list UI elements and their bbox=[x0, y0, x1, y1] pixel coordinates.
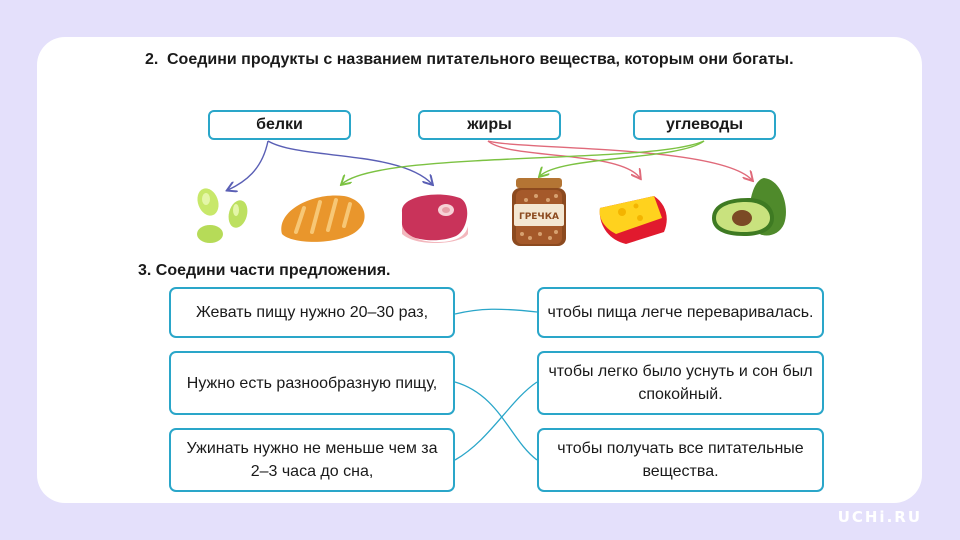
task2-text: Соедини продукты с названием питательног… bbox=[167, 51, 794, 68]
task3-title: 3. Соедини части предложения. bbox=[138, 259, 390, 283]
line-carbs-bread bbox=[342, 140, 705, 184]
line-phrase3-ending2 bbox=[454, 381, 538, 461]
nutrient-carbs[interactable]: углеводы bbox=[633, 110, 776, 140]
jar-label: ГРЕЧКА bbox=[519, 212, 559, 222]
line-phrase2-ending3 bbox=[454, 381, 538, 461]
task3-number: 3. bbox=[138, 262, 152, 279]
line-phrase1-ending1 bbox=[454, 308, 538, 315]
meat-image[interactable] bbox=[398, 190, 470, 246]
phrase-right-2[interactable]: чтобы легко было уснуть и сон был спокой… bbox=[537, 351, 824, 415]
phrase-right-1[interactable]: чтобы пища легче переваривалась. bbox=[537, 287, 824, 338]
buckwheat-jar-image[interactable]: ГРЕЧКА bbox=[506, 176, 572, 250]
phrase-left-3[interactable]: Ужинать нужно не меньше чем за 2–3 часа … bbox=[169, 428, 455, 492]
bread-image[interactable] bbox=[274, 190, 370, 246]
line-proteins-beans bbox=[228, 140, 269, 190]
task3-text: Соедини части предложения. bbox=[155, 262, 391, 279]
task2-title: 2. Соедини продукты с названием питатель… bbox=[145, 48, 865, 72]
nutrient-fats[interactable]: жиры bbox=[418, 110, 561, 140]
uchi-logo: UCHi.RU bbox=[837, 508, 922, 526]
line-carbs-buckwheat bbox=[540, 140, 705, 176]
line-proteins-meat bbox=[267, 140, 432, 184]
avocado-image[interactable] bbox=[708, 174, 792, 242]
phrase-left-1[interactable]: Жевать пищу нужно 20–30 раз, bbox=[169, 287, 455, 338]
beans-image[interactable] bbox=[188, 182, 252, 246]
cheese-image[interactable] bbox=[596, 188, 676, 246]
phrase-left-2[interactable]: Нужно есть разнообразную пищу, bbox=[169, 351, 455, 415]
task2-number: 2. bbox=[145, 51, 159, 68]
phrase-right-3[interactable]: чтобы получать все питательные вещества. bbox=[537, 428, 824, 492]
line-fats-avocado bbox=[487, 140, 752, 180]
nutrient-proteins[interactable]: белки bbox=[208, 110, 351, 140]
